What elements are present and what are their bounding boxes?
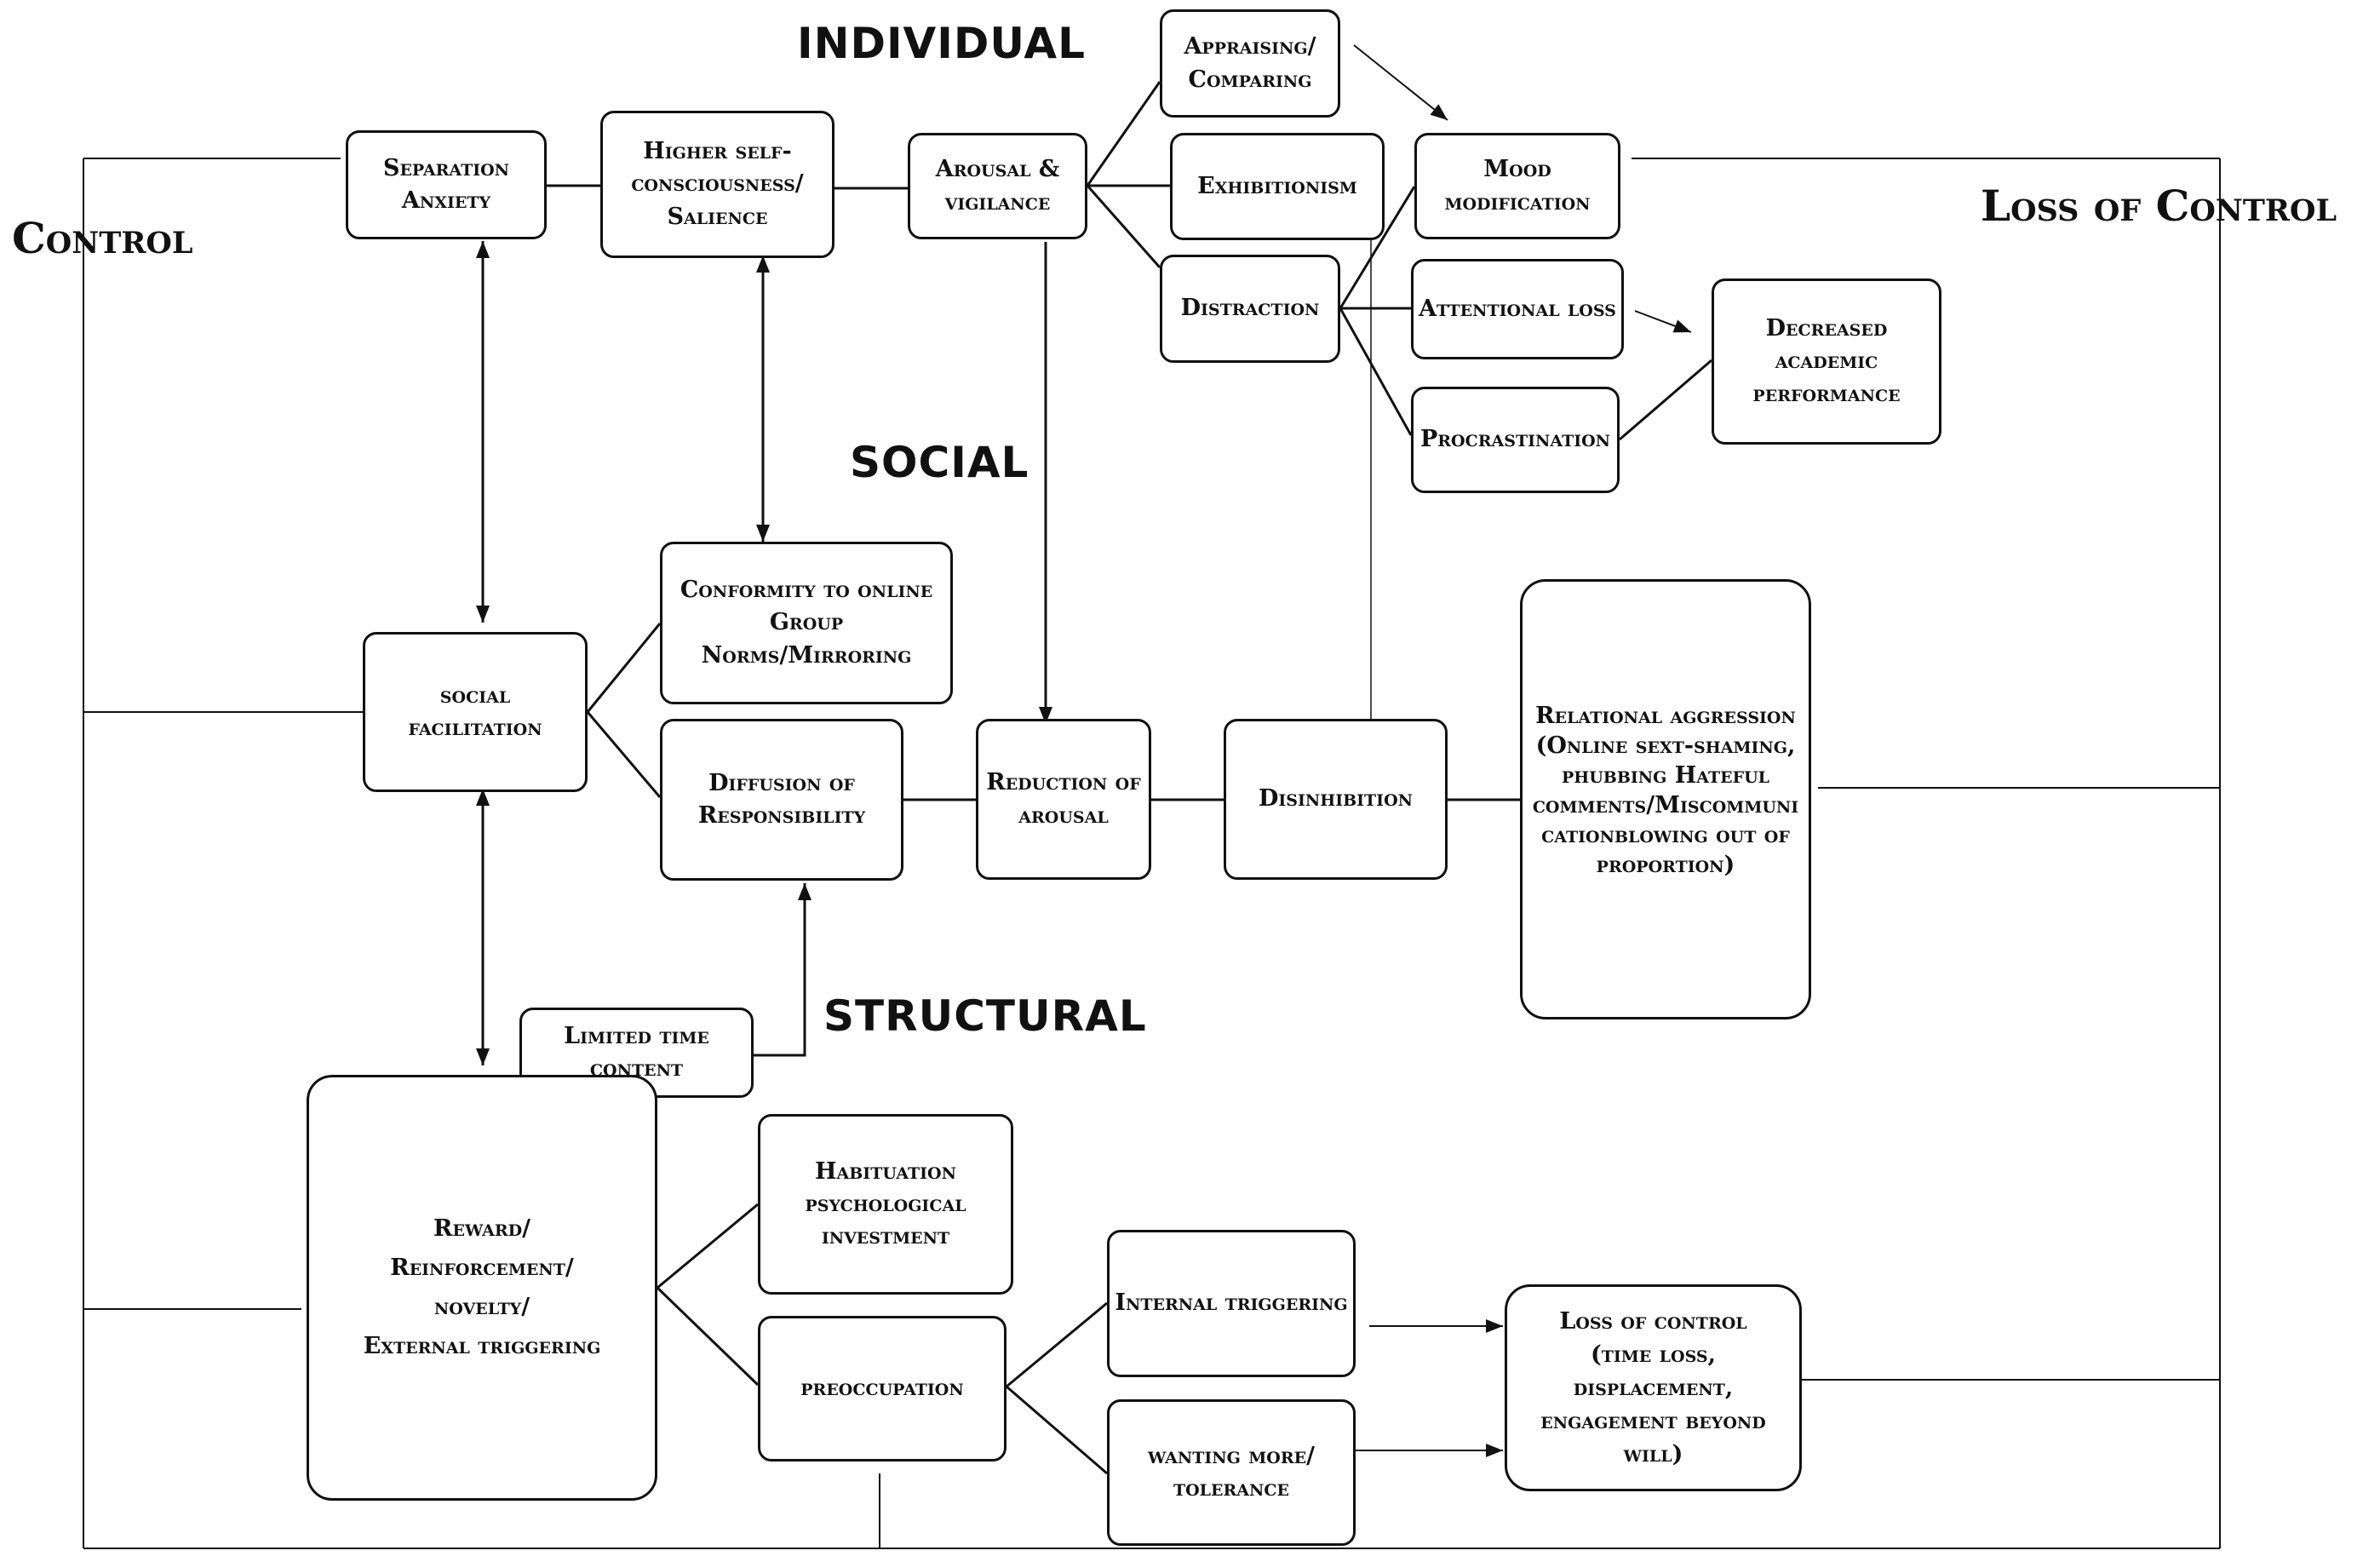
node-arousal-vigilance: Arousal & vigilance xyxy=(908,133,1087,239)
node-mood-modification: Mood modification xyxy=(1414,133,1620,239)
line-reward-habituation xyxy=(657,1203,759,1289)
arrow-limited-diffusion xyxy=(754,883,811,1057)
node-text-line: will) xyxy=(1623,1441,1683,1468)
node-text-line: Comparing xyxy=(1188,66,1312,93)
node-text-line: social xyxy=(439,681,511,709)
node-text-line: Internal triggering xyxy=(1115,1289,1348,1317)
node-text-line: External triggering xyxy=(363,1332,601,1359)
heading-social: SOCIAL xyxy=(850,438,1029,487)
arrow-appraising-mood xyxy=(1353,44,1448,121)
node-text-line: Habituation xyxy=(815,1157,956,1185)
node-text-line: Relational aggression xyxy=(1535,703,1796,729)
line-preoccupation-internal xyxy=(1006,1301,1108,1388)
node-text-line: Reinforcement/ xyxy=(390,1255,574,1282)
node-text-line: vigilance xyxy=(944,188,1051,215)
node-text-line: Conformity to online xyxy=(680,577,933,603)
node-social-facilitation: social facilitation xyxy=(363,632,588,792)
node-text-line: arousal xyxy=(1018,801,1109,829)
node-text-line: Procrastination xyxy=(1419,426,1611,453)
node-text-line: Responsibility xyxy=(697,802,866,829)
node-habituation: Habituation psychological investment xyxy=(758,1114,1013,1295)
node-preoccupation: preoccupation xyxy=(758,1316,1006,1462)
node-text-line: Norms/Mirroring xyxy=(701,641,912,669)
node-text-line: wanting more/ xyxy=(1148,1442,1315,1469)
node-attentional-loss: Attentional loss xyxy=(1411,259,1624,359)
node-text-line: proportion) xyxy=(1596,852,1735,879)
node-text-line: (Online sext-shaming, xyxy=(1535,732,1796,760)
node-decreased-academic-performance: Decreased academic performance xyxy=(1712,279,1941,445)
line-distraction-mood xyxy=(1339,186,1416,309)
node-internal-triggering: Internal triggering xyxy=(1107,1230,1356,1377)
node-text-line: displacement, xyxy=(1573,1374,1734,1401)
arrow-attentional-academic xyxy=(1634,310,1692,333)
node-text-line: psychological xyxy=(805,1190,966,1217)
node-text-line: (time loss, xyxy=(1590,1341,1717,1368)
heading-individual: INDIVIDUAL xyxy=(797,19,1086,68)
node-reduction-of-arousal: Reduction of arousal xyxy=(976,719,1151,880)
line-procrastination-academic xyxy=(1619,359,1712,441)
node-text-line: novelty/ xyxy=(433,1294,530,1320)
line-arousal-appraising xyxy=(1086,81,1161,187)
node-text-line: Reduction of xyxy=(986,769,1141,796)
node-disinhibition: Disinhibition xyxy=(1224,719,1448,880)
node-text-line: phubbing Hateful xyxy=(1561,762,1770,790)
node-text-line: investment xyxy=(821,1223,950,1250)
node-text-line: Decreased xyxy=(1765,315,1888,342)
node-text-line: Mood xyxy=(1483,156,1551,183)
node-text-line: Limited time xyxy=(564,1022,709,1049)
node-text-line: Higher self- xyxy=(643,138,792,164)
node-text-line: tolerance xyxy=(1173,1475,1290,1502)
node-text-line: Arousal & xyxy=(935,156,1060,183)
node-text-line: academic xyxy=(1775,347,1878,375)
node-text-line: Exhibitionism xyxy=(1197,172,1357,199)
node-text-line: consciousness/ xyxy=(631,170,804,198)
node-text-line: Diffusion of xyxy=(708,769,855,796)
node-text-line: performance xyxy=(1752,380,1901,407)
node-text-line: Anxiety xyxy=(401,187,491,214)
node-text-line: facilitation xyxy=(408,715,542,741)
heading-structural: STRUCTURAL xyxy=(823,991,1147,1041)
node-exhibitionism: Exhibitionism xyxy=(1170,133,1385,240)
node-text-line: preoccupation xyxy=(800,1375,964,1402)
line-distraction-procrastination xyxy=(1339,307,1413,436)
node-text-line: Distraction xyxy=(1180,295,1320,322)
node-procrastination: Procrastination xyxy=(1411,387,1620,493)
node-reward-reinforcement: Reward/Reinforcement/novelty/External tr… xyxy=(307,1075,657,1501)
node-text-line: engagement beyond xyxy=(1540,1408,1766,1435)
line-preoccupation-wanting xyxy=(1006,1385,1108,1475)
line-arousal-distraction xyxy=(1086,185,1161,268)
node-text-line: Group xyxy=(769,609,844,636)
line-facilitation-conformity xyxy=(586,623,662,713)
node-distraction: Distraction xyxy=(1160,255,1340,363)
node-text-line: Loss of control xyxy=(1559,1307,1747,1335)
node-appraising-comparing: Appraising/Comparing xyxy=(1160,9,1340,118)
node-text-line: cationblowing out of xyxy=(1541,822,1790,849)
node-text-line: Appraising/ xyxy=(1184,33,1316,60)
node-loss-of-control: Loss of control (time loss, displacement, e… xyxy=(1505,1284,1802,1491)
node-text-line: modification xyxy=(1444,188,1591,215)
node-wanting-more-tolerance: wanting more/tolerance xyxy=(1107,1399,1356,1546)
node-text-line: Attentional loss xyxy=(1419,295,1616,322)
label-loss-of-control: Loss of Control xyxy=(1981,181,2337,231)
node-text-line: Separation xyxy=(382,154,510,181)
line-facilitation-diffusion xyxy=(586,711,662,798)
node-text-line: Salience xyxy=(667,203,768,230)
node-diffusion-of-responsibility: Diffusion of Responsibility xyxy=(660,719,903,881)
node-higher-self-consciousness: Higher self-consciousness/Salience xyxy=(600,111,834,258)
label-control: Control xyxy=(12,213,193,263)
node-text-line: Reward/ xyxy=(433,1215,530,1243)
node-relational-aggression: Relational aggression (Online sext-shamin… xyxy=(1520,579,1811,1019)
node-text-line: comments/Miscommuni xyxy=(1532,792,1799,819)
line-reward-preoccupation xyxy=(656,1286,760,1387)
node-text-line: Disinhibition xyxy=(1258,785,1413,813)
